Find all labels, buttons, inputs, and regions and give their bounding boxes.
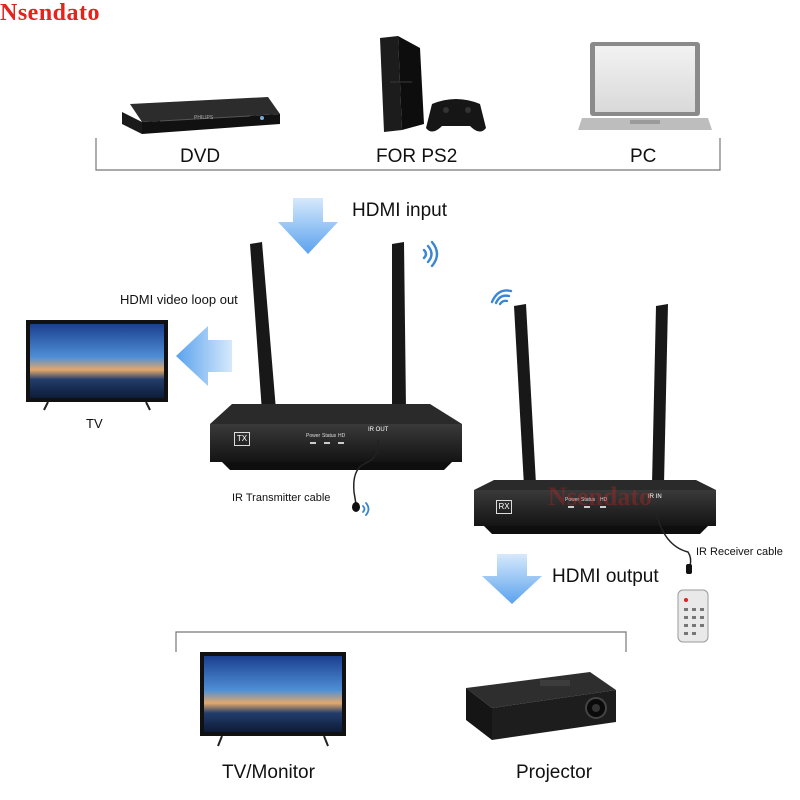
tx-antenna-right — [392, 242, 406, 410]
source-bracket — [95, 138, 721, 171]
source-label-dvd: DVD — [180, 146, 221, 167]
projector-icon — [466, 672, 616, 740]
rx-led-hd-label: HD — [600, 497, 608, 503]
tx-led-power — [310, 442, 316, 444]
source-label-ps: FOR PS2 — [376, 146, 458, 167]
hdmi-input-arrow — [278, 198, 338, 254]
rx-cable-label: IR Receiver cable — [696, 546, 783, 558]
brand-logo: Nsendato — [0, 0, 101, 26]
output-label-projector: Projector — [516, 762, 593, 783]
loop-tv-icon — [26, 320, 168, 411]
laptop-icon — [578, 42, 712, 130]
wifi-signal-icon-rx — [490, 289, 513, 306]
loop-tv-label: TV — [86, 416, 103, 431]
rx-led-power-label: Power — [565, 497, 580, 503]
tx-badge: TX — [234, 432, 250, 446]
rx-led-status — [584, 506, 590, 508]
wifi-signal-icon-tx — [422, 240, 439, 268]
tx-cable-label: IR Transmitter cable — [232, 492, 331, 504]
dvd-player-icon — [122, 97, 280, 134]
tx-led-hd-label: HD — [338, 433, 346, 439]
tx-led-status-label: Status — [322, 433, 337, 439]
rx-ir-cable — [655, 511, 692, 567]
dvd-brand-text: PHILIPS — [194, 115, 214, 121]
rx-badge: RX — [496, 500, 512, 514]
rx-led-hd — [600, 506, 606, 508]
rx-ir-in-port: IR IN — [648, 494, 662, 500]
rx-brand-watermark: Nsendato — [548, 482, 653, 511]
source-label-pc: PC — [630, 146, 657, 167]
hdmi-loop-out-arrow — [176, 326, 232, 386]
hdmi-input-label: HDMI input — [352, 200, 448, 221]
tx-led-hd — [338, 442, 344, 444]
hdmi-output-arrow — [482, 554, 542, 604]
hdmi-loop-out-label: HDMI video loop out — [120, 292, 238, 307]
output-label-tv: TV/Monitor — [222, 762, 315, 783]
gamepad-icon — [426, 99, 486, 132]
tx-ir-out-port: IR OUT — [368, 427, 389, 433]
tx-device — [210, 404, 462, 470]
wifi-signal-icon-ir — [362, 502, 370, 516]
tx-antenna-left — [250, 242, 276, 412]
rx-antenna-left — [514, 304, 536, 486]
tx-led-power-label: Power — [306, 433, 321, 439]
tx-ir-emitter-icon — [352, 502, 360, 512]
rx-led-power — [568, 506, 574, 508]
rx-ir-receiver-icon — [686, 564, 692, 574]
tx-led-status — [324, 442, 330, 444]
tx-ir-cable — [352, 439, 379, 505]
output-tv-icon — [200, 652, 346, 747]
ps-console-icon — [380, 36, 424, 132]
output-bracket — [175, 631, 627, 652]
hdmi-output-label: HDMI output — [552, 566, 659, 587]
rx-antenna-right — [652, 304, 668, 484]
rx-device — [474, 480, 716, 534]
remote-control-icon — [677, 589, 709, 643]
rx-led-status-label: Status — [581, 497, 596, 503]
